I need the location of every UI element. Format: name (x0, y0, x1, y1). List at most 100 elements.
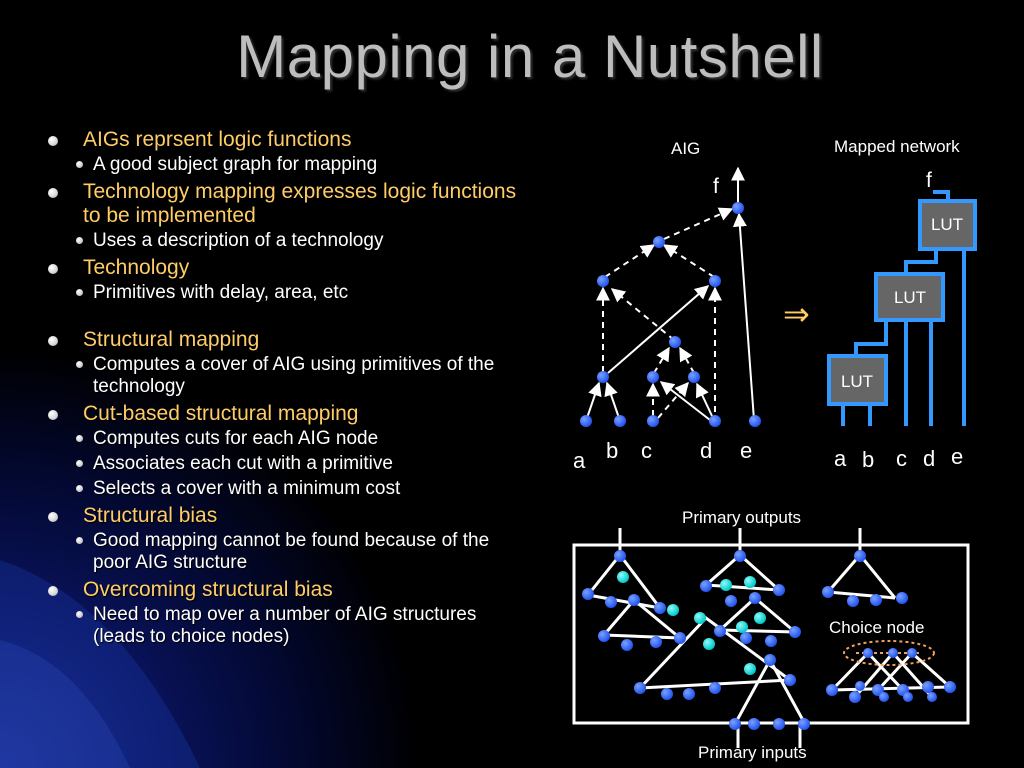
aig-input-a: a (573, 448, 586, 473)
aig-input-node-b (614, 415, 626, 427)
aig-edge (662, 244, 715, 278)
net-node (734, 550, 746, 562)
aig-node (709, 275, 721, 287)
wire (904, 249, 938, 274)
bullet-aigs: AIGs reprsent logic functions A good sub… (48, 128, 528, 176)
sub-bullet: Uses a description of a technology (48, 230, 528, 252)
tree-edge (719, 628, 796, 634)
aig-input-e: e (740, 438, 752, 463)
aig-input-c: c (641, 438, 652, 463)
bullet-overcoming-bias-text: Overcoming structural bias (83, 578, 333, 601)
net-node (634, 682, 646, 694)
implies-arrow: ⇒ (783, 296, 810, 332)
aig-diagram: AIG f (573, 139, 761, 473)
primary-outputs-label: Primary outputs (682, 508, 801, 527)
bullet-technology-text: Technology (83, 256, 190, 279)
net-node (598, 630, 610, 642)
net-node (773, 718, 785, 730)
net-node (847, 595, 859, 607)
net-node (798, 718, 810, 730)
net-node (863, 648, 873, 658)
lut-box-middle: LUT (874, 272, 945, 322)
aig-node (647, 371, 659, 383)
lut-label: LUT (841, 372, 873, 391)
aig-edge (653, 346, 670, 374)
wire (854, 320, 888, 356)
bullet-structural-mapping: Structural mapping Computes a cover of A… (48, 328, 528, 398)
net-node (621, 639, 633, 651)
sub-bullet: Associates each cut with a primitive (48, 453, 528, 475)
net-node (725, 595, 737, 607)
aig-input-node-a (580, 415, 592, 427)
slide-title: Mapping in a Nutshell (236, 23, 824, 90)
net-node (749, 592, 761, 604)
aig-node (732, 202, 744, 214)
tree-edge (603, 633, 681, 640)
choice-cut-node (744, 663, 756, 675)
net-node (714, 625, 726, 637)
aig-edge (696, 382, 713, 417)
aig-node (597, 275, 609, 287)
primary-inputs-label: Primary inputs (698, 743, 807, 762)
net-node (700, 580, 712, 592)
net-node (907, 648, 917, 658)
sub-bullet: Primitives with delay, area, etc (48, 282, 528, 304)
aig-edge (604, 381, 620, 419)
aig-edge (610, 288, 675, 341)
mapped-input-d: d (923, 446, 935, 471)
aig-input-node-e (749, 415, 761, 427)
lut-box-top: LUT (918, 199, 977, 251)
bullet-cut-based-text: Cut-based structural mapping (83, 402, 359, 425)
aig-edge (679, 346, 695, 374)
choice-cut-node (744, 576, 756, 588)
net-node (740, 632, 752, 644)
net-node (903, 692, 913, 702)
sub-bullet: Selects a cover with a minimum cost (48, 478, 528, 500)
choice-cut-node (703, 638, 715, 650)
choice-cut-node (736, 621, 748, 633)
net-node (855, 681, 865, 691)
bullet-structural-bias: Structural bias Good mapping cannot be f… (48, 504, 528, 574)
tree-edge (587, 593, 661, 610)
mapped-input-a: a (834, 446, 847, 471)
aig-node (669, 336, 681, 348)
aig-input-node-c (647, 415, 659, 427)
bullet-technology: Technology Primitives with delay, area, … (48, 256, 528, 304)
wire (933, 190, 950, 202)
bullet-overcoming-bias: Overcoming structural bias Need to map o… (48, 578, 528, 648)
sub-bullet: Computes cuts for each AIG node (48, 428, 528, 450)
lut-label: LUT (931, 215, 963, 234)
net-node (888, 648, 898, 658)
aig-edge (663, 207, 734, 240)
choice-network-diagram: Primary outputs Primary inputs (572, 508, 970, 762)
net-node (674, 632, 686, 644)
choice-cut-node (754, 612, 766, 624)
net-node (605, 596, 617, 608)
net-node (654, 602, 666, 614)
lut-label: LUT (894, 288, 926, 307)
net-node (614, 550, 626, 562)
bullet-technology-mapping-text: Technology mapping expresses logic funct… (83, 180, 517, 227)
net-node (709, 682, 721, 694)
aig-label: AIG (671, 139, 700, 158)
net-node (765, 635, 777, 647)
bullet-structural-mapping-text: Structural mapping (83, 328, 260, 351)
net-node (748, 718, 760, 730)
mapped-network-label: Mapped network (834, 137, 960, 156)
aig-edge (659, 381, 711, 421)
net-node (628, 594, 640, 606)
lut-box-bottom: LUT (827, 354, 888, 406)
sub-bullet: A good subject graph for mapping (48, 154, 528, 176)
choice-node-label: Choice node (829, 618, 924, 637)
net-node (922, 681, 934, 693)
net-node (764, 654, 776, 666)
net-node (826, 684, 838, 696)
net-node (789, 626, 801, 638)
net-node (582, 588, 594, 600)
aig-input-d: d (700, 438, 712, 463)
aig-edge (604, 244, 656, 278)
bullet-aigs-text: AIGs reprsent logic functions (83, 128, 352, 151)
aig-edge (657, 381, 689, 419)
net-node (650, 636, 662, 648)
net-node (784, 674, 796, 686)
